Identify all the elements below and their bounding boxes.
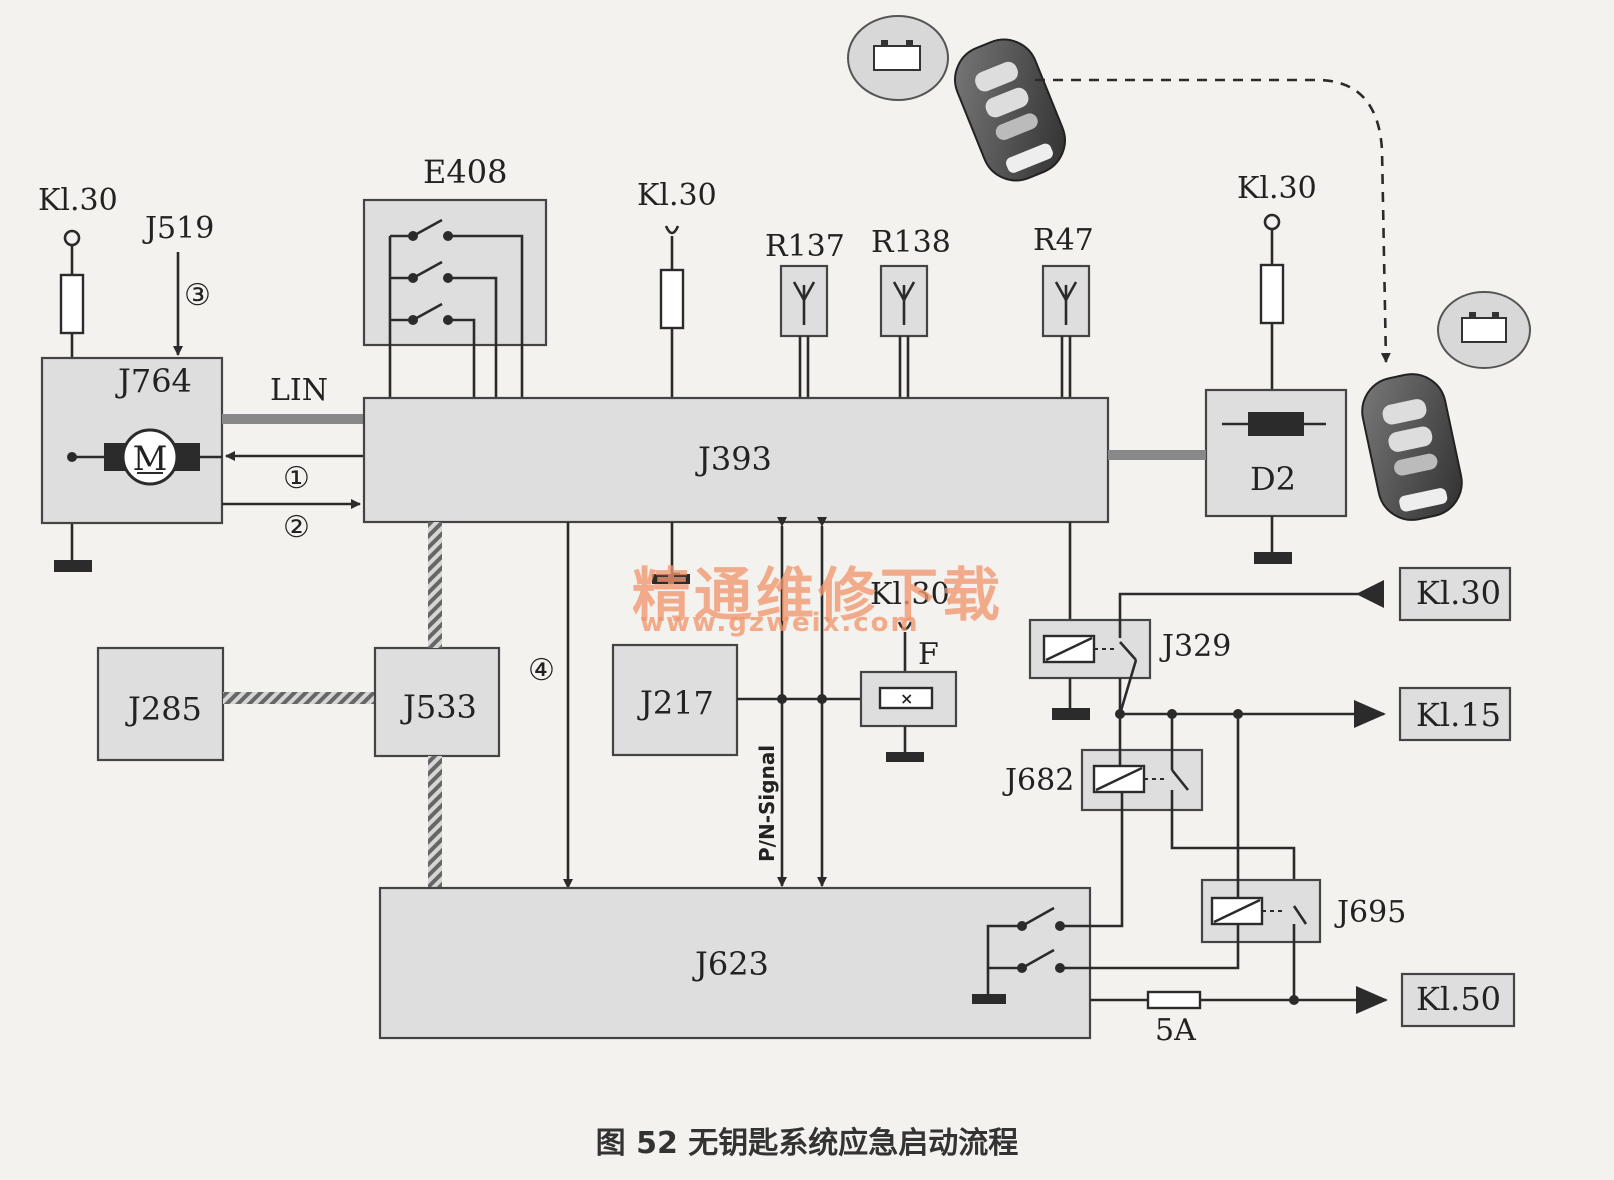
marker-2: ② [283, 510, 310, 545]
fuse-5a [1146, 990, 1202, 1010]
marker-4: ④ [528, 653, 555, 688]
battery-icon [873, 40, 921, 71]
j329-label: J329 [1159, 629, 1231, 664]
terminal-label: Kl.30 [870, 577, 950, 612]
terminal-label: Kl.30 [637, 178, 717, 213]
ground-symbol [1254, 552, 1292, 564]
j623-label: J623 [692, 945, 769, 983]
lin-bus [222, 414, 364, 424]
marker-1: ① [283, 461, 310, 496]
marker-3: ③ [184, 278, 211, 313]
ground-symbol [886, 752, 924, 762]
j682-label: J682 [1002, 763, 1074, 798]
car-key-icon-top [954, 38, 1066, 182]
antenna-icon [1054, 281, 1078, 325]
terminal-node [1263, 213, 1281, 231]
figure-caption: 图 52 无钥匙系统应急启动流程 [595, 1126, 1019, 1161]
r47-label: R47 [1033, 223, 1094, 258]
d2-box [1204, 388, 1348, 518]
ground-symbol [54, 560, 92, 572]
svg-text:×: × [900, 689, 913, 708]
f-label: F [918, 637, 939, 672]
j393-label: J393 [695, 440, 772, 478]
input-arrow [1356, 580, 1384, 608]
e408-label: E408 [423, 153, 507, 191]
battery-icon [1461, 312, 1507, 343]
ground-symbol [1052, 708, 1090, 720]
pressure-switch-icon [878, 686, 934, 710]
j285-box [96, 646, 225, 762]
watermark-url: www.gzweix.com [640, 608, 920, 638]
kl30-terminal-box [1398, 566, 1512, 622]
battery-bubble-top [847, 15, 949, 101]
terminal-label: Kl.30 [1237, 171, 1317, 206]
terminal-node [63, 229, 81, 247]
kl30-terminal-label: Kl.30 [1416, 574, 1501, 612]
ground-symbol [972, 994, 1006, 1004]
j217-label: J217 [637, 684, 714, 722]
d2-label: D2 [1250, 460, 1296, 498]
pn-signal-label: P/N-Signal [755, 745, 779, 862]
j217-box [611, 643, 739, 757]
ground-symbol [652, 574, 690, 584]
can-bus-link [428, 522, 442, 648]
can-bus-link [223, 692, 375, 704]
kl15-terminal-box [1398, 686, 1512, 742]
motor-icon: M [121, 428, 179, 486]
kl50-terminal-box [1400, 972, 1516, 1028]
kl50-terminal-label: Kl.50 [1416, 980, 1501, 1018]
battery-bubble-right [1437, 291, 1531, 369]
r137-label: R137 [765, 229, 845, 264]
lin-label: LIN [270, 373, 328, 408]
j285-label: J285 [125, 690, 202, 728]
j519-label: J519 [142, 211, 214, 246]
j695-label: J695 [1334, 895, 1406, 930]
e408-switches [388, 218, 524, 400]
kl15-terminal-label: Kl.15 [1416, 696, 1501, 734]
fuse [659, 268, 685, 330]
fuse-5a-label: 5A [1155, 1013, 1196, 1048]
key-transfer-path [1035, 78, 1391, 363]
antenna-icon [792, 281, 816, 325]
fuse [1259, 263, 1285, 325]
j764-label: J764 [115, 362, 192, 400]
can-bus-link [428, 756, 442, 890]
antenna-icon [892, 281, 916, 325]
car-key-icon-right [1361, 373, 1463, 521]
j623-box [378, 886, 1092, 1040]
r138-label: R138 [871, 225, 951, 260]
coil-icon [1248, 412, 1304, 436]
d2-bus [1108, 450, 1206, 460]
fuse [59, 273, 85, 335]
j533-label: J533 [400, 688, 477, 726]
watermark-title: 精通维修下载 [632, 561, 1005, 629]
terminal-label: Kl.30 [38, 183, 118, 218]
